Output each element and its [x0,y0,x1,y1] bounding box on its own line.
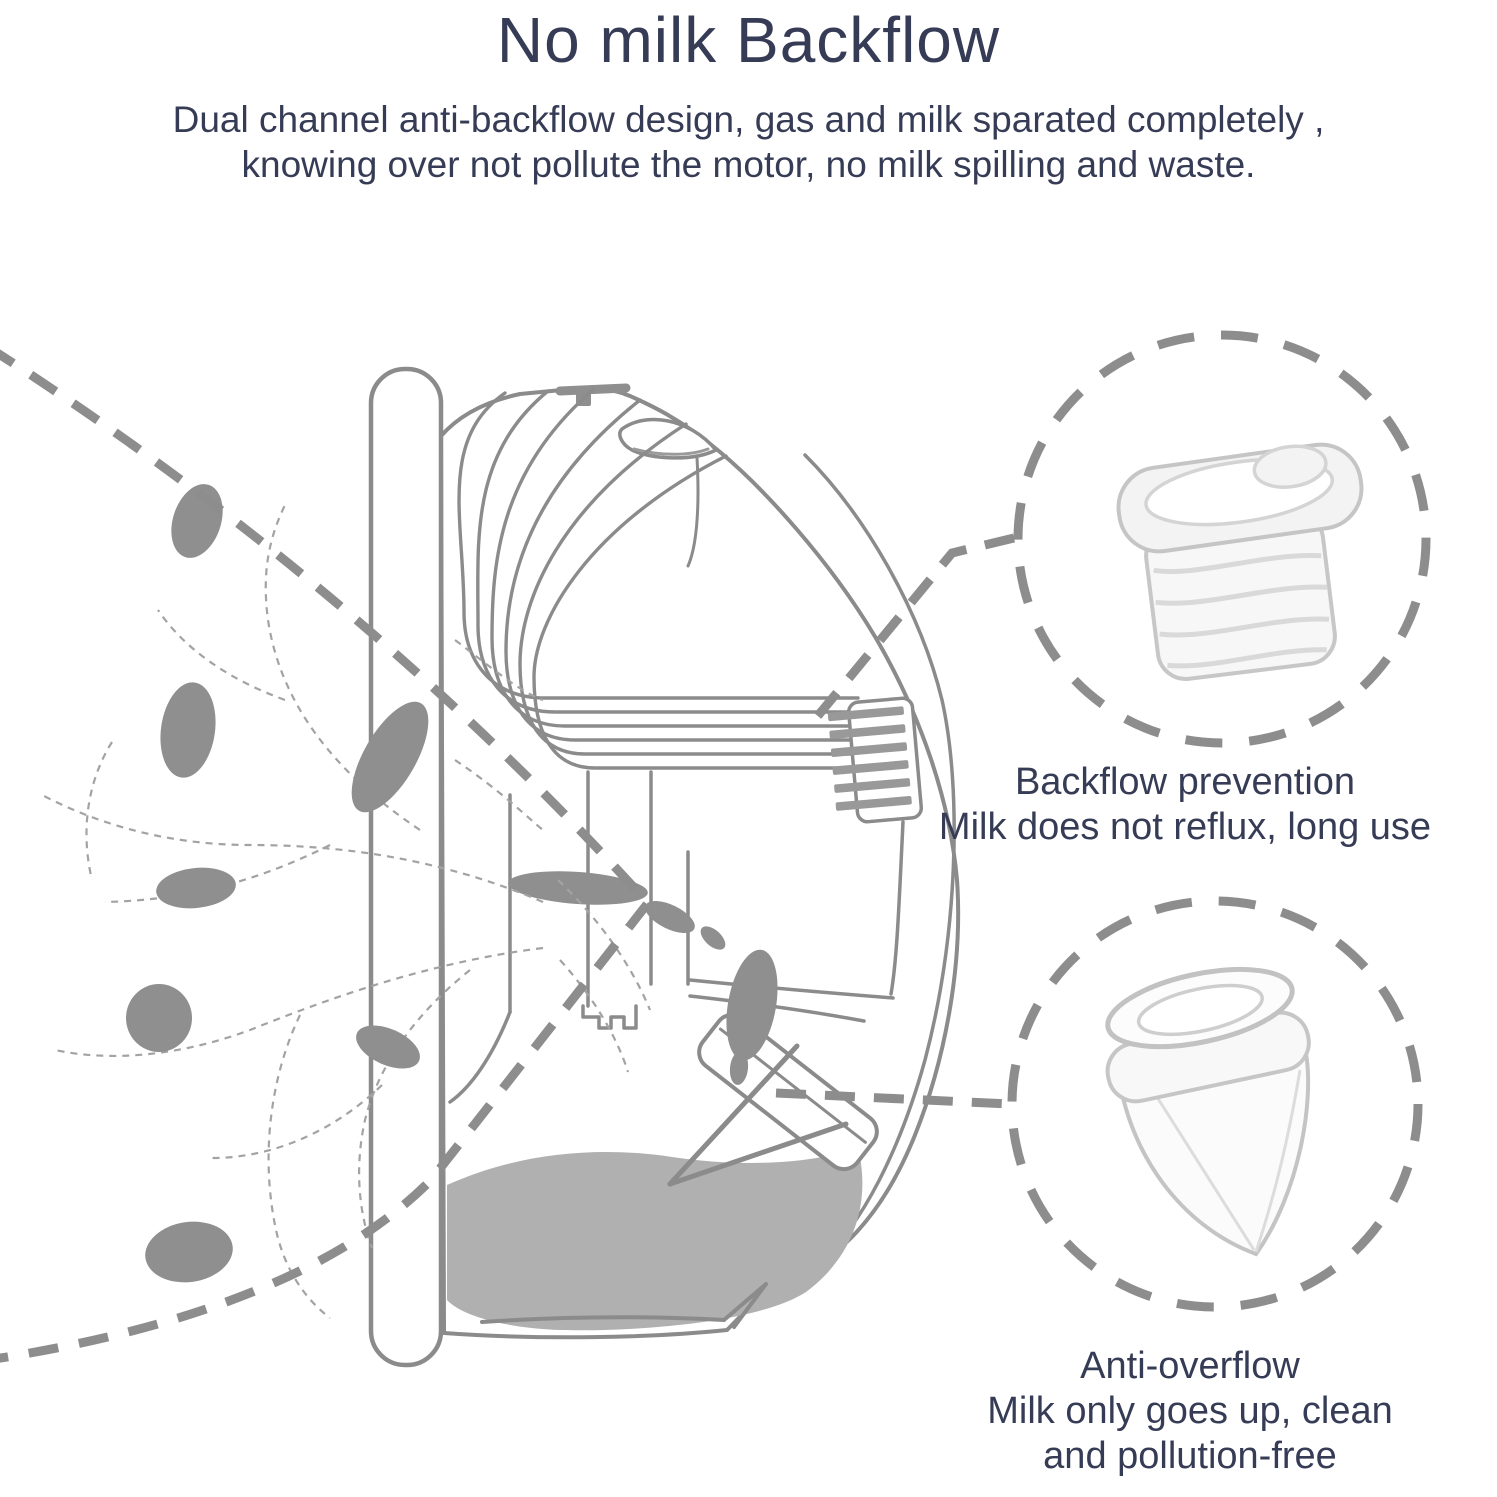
duckbill-valve-illustration [1105,966,1311,1257]
subtitle-line-1: Dual channel anti-backflow design, gas a… [172,99,1325,140]
breast-illustration [0,349,654,1363]
leader-line-bottom [775,1088,1011,1109]
subtitle-line-2: knowing over not pollute the motor, no m… [241,144,1256,185]
gland-tissue [126,484,429,1283]
callout-duckbill-valve [775,896,1423,1312]
callout-bottom-description-2: and pollution-free [1043,1435,1337,1477]
page-subtitle: Dual channel anti-backflow design, gas a… [0,97,1497,187]
pump-body-illustration [368,366,961,1368]
callout-circle-bottom [1007,896,1423,1312]
milk-pool [447,1148,863,1331]
flange-plate [368,366,444,1368]
milk-stream [508,871,778,1085]
pump-shell-inner-line [803,453,956,1264]
breast-outline [0,349,654,1363]
callout-label-backflow-prevention: Backflow prevention Milk does not reflux… [855,760,1497,850]
callout-top-description: Milk does not reflux, long use [938,806,1432,848]
backflow-preventer-socket [827,696,924,824]
page-title: No milk Backflow [496,4,1001,76]
shell-recess [618,417,718,460]
funnel-layers [457,387,860,770]
callout-backflow-preventer [808,330,1431,748]
milk-ducts [41,504,652,1319]
callout-circle-top [1013,330,1431,748]
leader-line-top [808,533,1016,726]
callout-label-anti-overflow: Anti-overflow Milk only goes up, clean a… [880,1344,1497,1479]
backflow-preventer-illustration [1116,442,1364,681]
callout-top-title: Backflow prevention [1014,761,1356,803]
callout-bottom-description-1: Milk only goes up, clean [987,1390,1393,1432]
callout-bottom-title: Anti-overflow [1080,1345,1300,1387]
